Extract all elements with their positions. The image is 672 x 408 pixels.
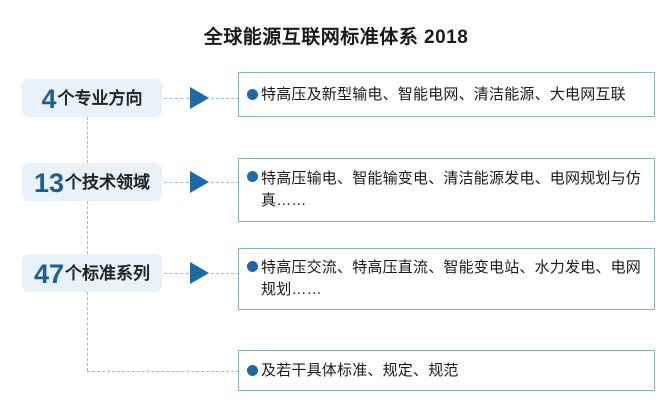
connector-vertical-3 bbox=[87, 292, 88, 371]
page-title: 全球能源互联网标准体系 2018 bbox=[203, 27, 469, 48]
level-label-1: 4 个专业方向 bbox=[22, 79, 162, 117]
connector-horizontal-1b bbox=[211, 98, 239, 99]
content-box-3: 特高压交流、特高压直流、智能变电站、水力发电、电网规划…… bbox=[238, 248, 655, 310]
level-label-3: 47 个标准系列 bbox=[22, 254, 162, 292]
level-count-2: 13 bbox=[33, 167, 65, 198]
level-text-3: 个标准系列 bbox=[65, 263, 151, 283]
level-label-2: 13 个技术领域 bbox=[22, 163, 162, 201]
bullet-icon-1 bbox=[247, 89, 258, 100]
level-text-2: 个技术领域 bbox=[65, 172, 151, 192]
level-count-1: 4 bbox=[41, 83, 57, 114]
arrow-right-icon-1 bbox=[190, 87, 209, 109]
bullet-icon-2 bbox=[247, 171, 258, 182]
arrow-right-icon-2 bbox=[190, 171, 209, 193]
connector-vertical-1 bbox=[87, 117, 88, 163]
connector-horizontal-3a bbox=[164, 273, 189, 274]
bullet-icon-4 bbox=[247, 365, 258, 376]
arrow-right-icon-3 bbox=[190, 262, 209, 284]
content-box-2: 特高压输电、智能输变电、清洁能源发电、电网规划与仿真…… bbox=[238, 158, 655, 222]
content-text-4: 及若干具体标准、规定、规范 bbox=[261, 361, 459, 379]
connector-horizontal-bottom bbox=[87, 371, 239, 372]
content-box-1: 特高压及新型输电、智能电网、清洁能源、大电网互联 bbox=[238, 72, 655, 117]
connector-horizontal-1a bbox=[164, 98, 189, 99]
content-box-4: 及若干具体标准、规定、规范 bbox=[238, 350, 655, 391]
connector-horizontal-2a bbox=[164, 182, 189, 183]
content-text-3: 特高压交流、特高压直流、智能变电站、水力发电、电网规划…… bbox=[261, 259, 642, 298]
level-count-3: 47 bbox=[33, 258, 65, 289]
connector-vertical-2 bbox=[87, 201, 88, 254]
connector-horizontal-3b bbox=[211, 273, 239, 274]
level-text-1: 个专业方向 bbox=[57, 88, 143, 108]
bullet-icon-3 bbox=[247, 261, 258, 272]
content-text-2: 特高压输电、智能输变电、清洁能源发电、电网规划与仿真…… bbox=[261, 170, 642, 209]
content-text-1: 特高压及新型输电、智能电网、清洁能源、大电网互联 bbox=[261, 85, 626, 103]
connector-horizontal-2b bbox=[211, 182, 239, 183]
